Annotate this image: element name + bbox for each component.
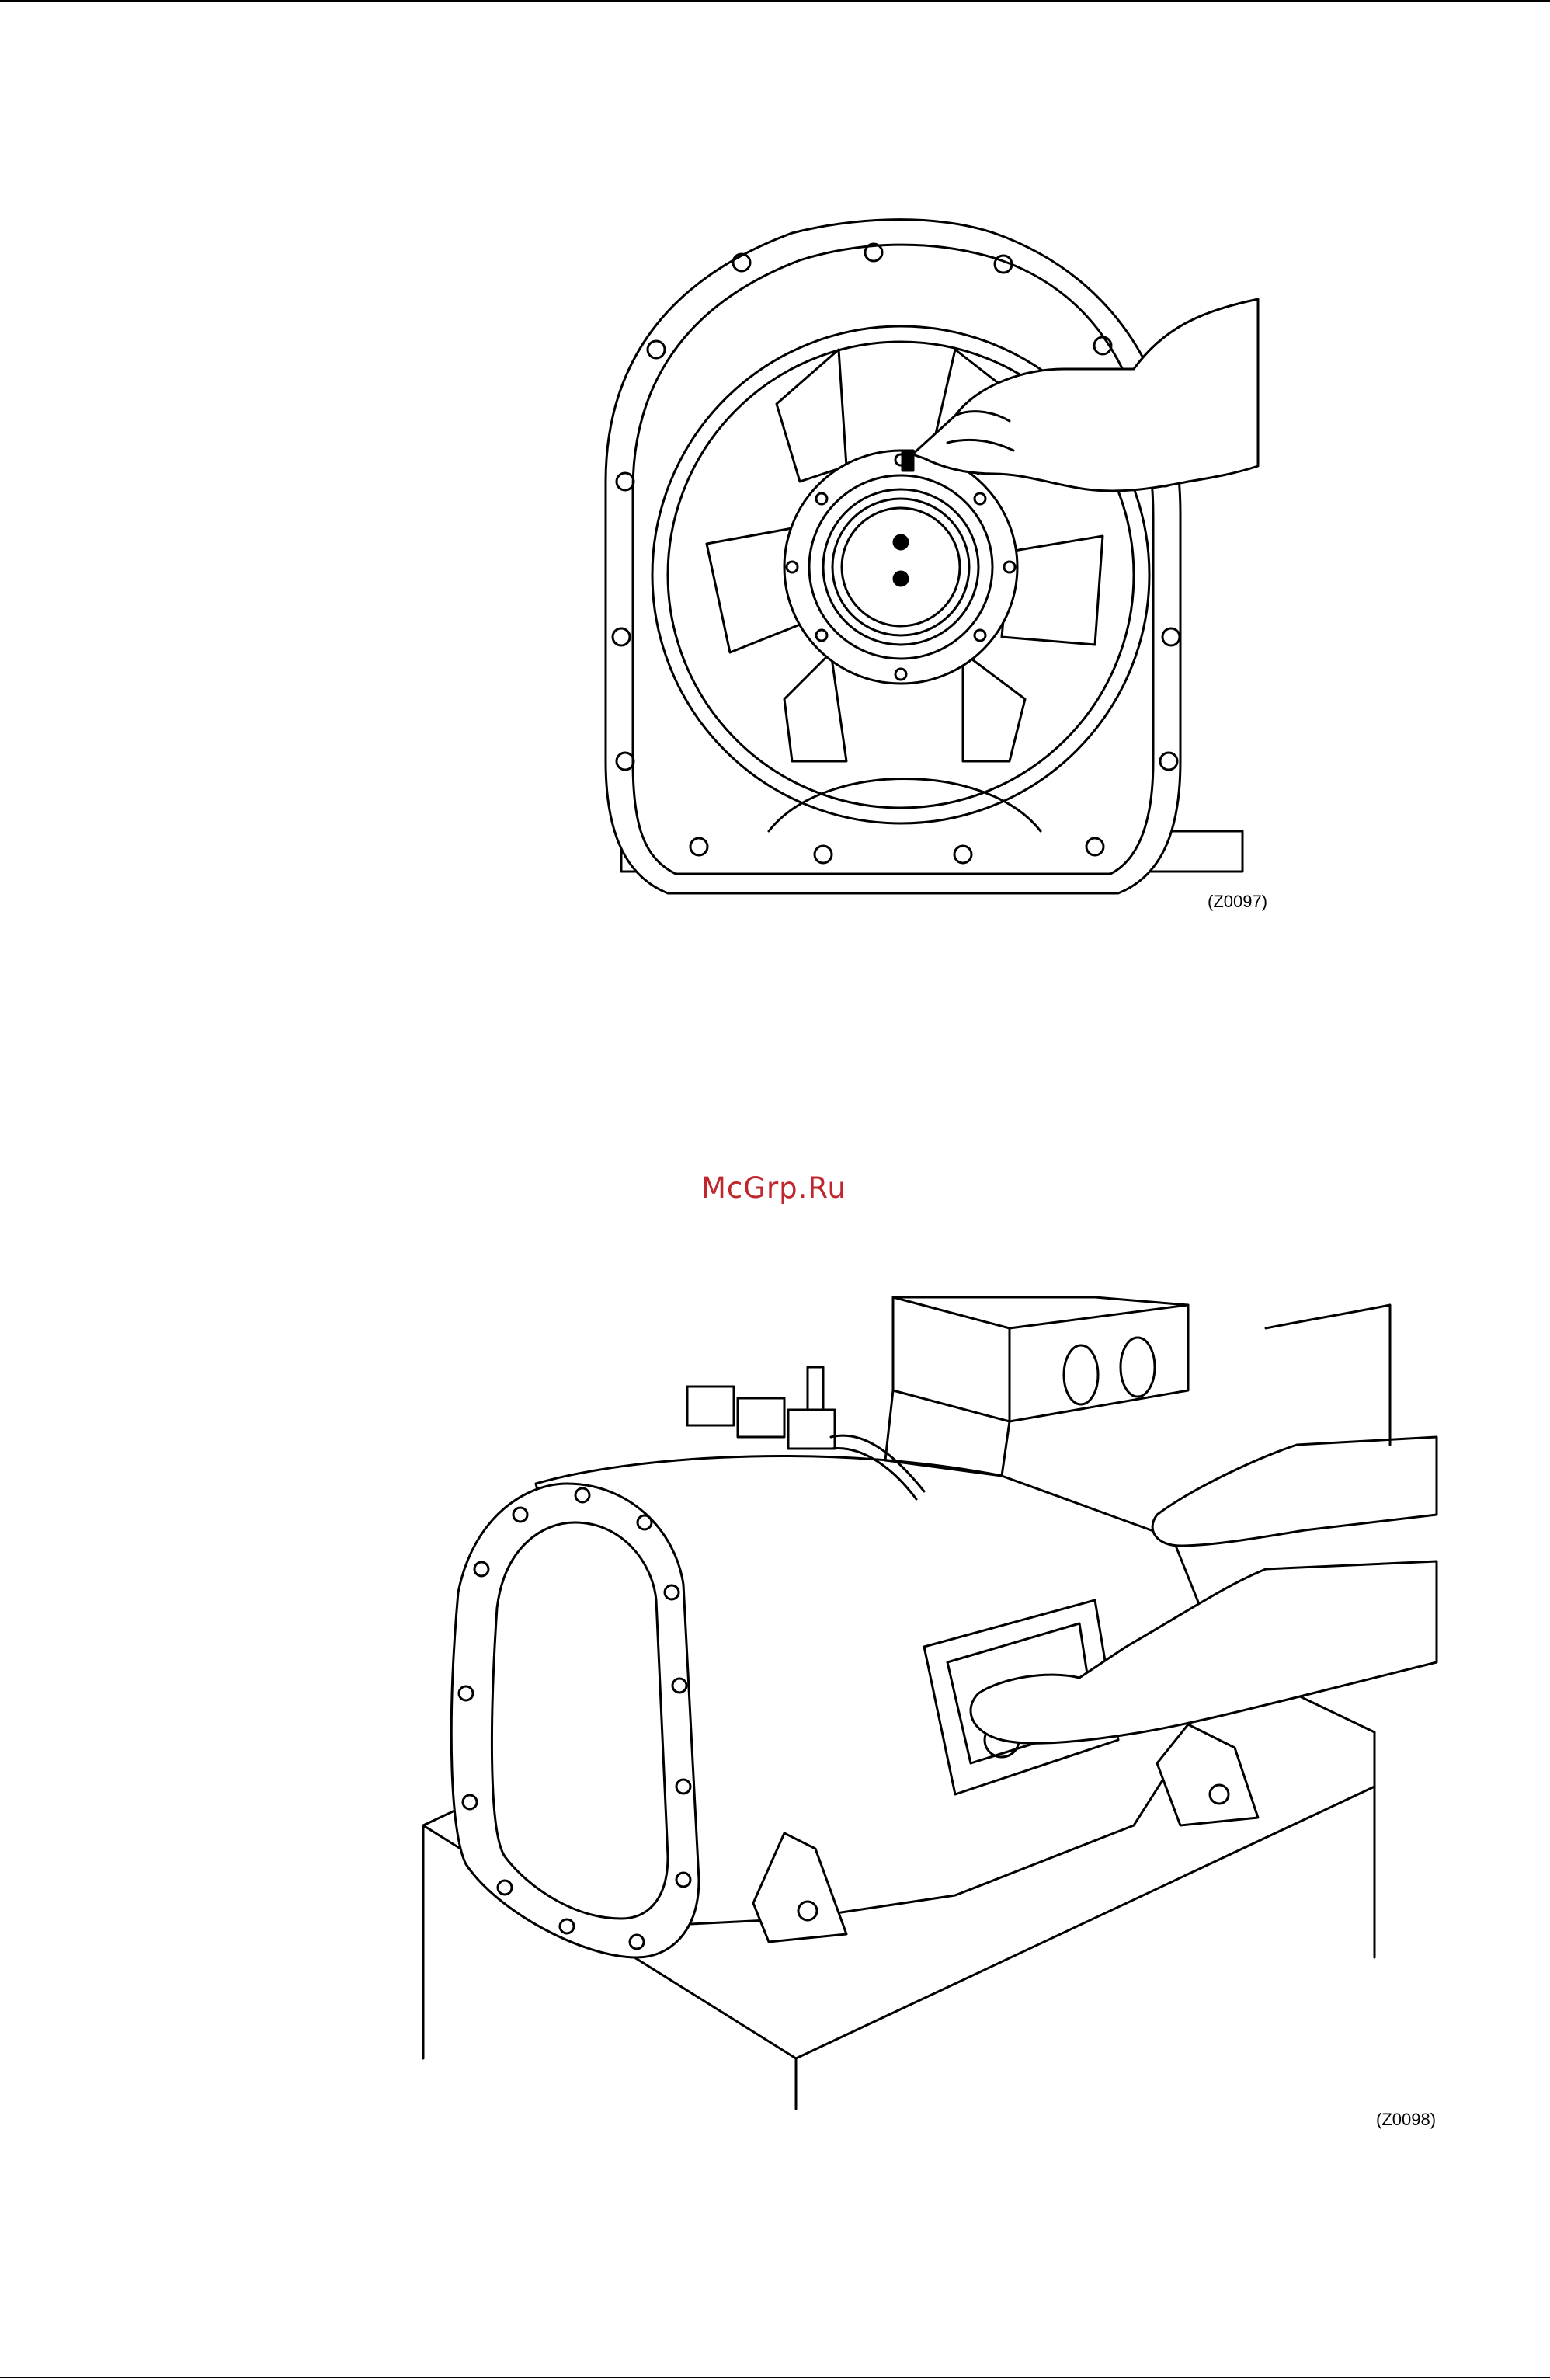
bottom-rule [0,2377,1550,2378]
technician-sleeve-upper [1266,1305,1390,1445]
figure-caption-z0098: (Z0098) [1376,2110,1436,2130]
hub-flange [784,451,1017,684]
figure-caption-z0097: (Z0097) [1208,892,1267,912]
compressor-end-view-figure [590,217,1281,901]
terminal-box [893,1297,1188,1421]
compressor-on-stand-figure [412,1258,1444,2113]
top-rule [0,0,1550,2]
feeler-tool [902,451,913,471]
watermark-text: McGrp.Ru [701,1171,846,1205]
shaft-hole-upper [894,535,908,549]
technician-hand-upper-icon [1152,1437,1437,1546]
shaft-hole-lower [894,572,908,586]
